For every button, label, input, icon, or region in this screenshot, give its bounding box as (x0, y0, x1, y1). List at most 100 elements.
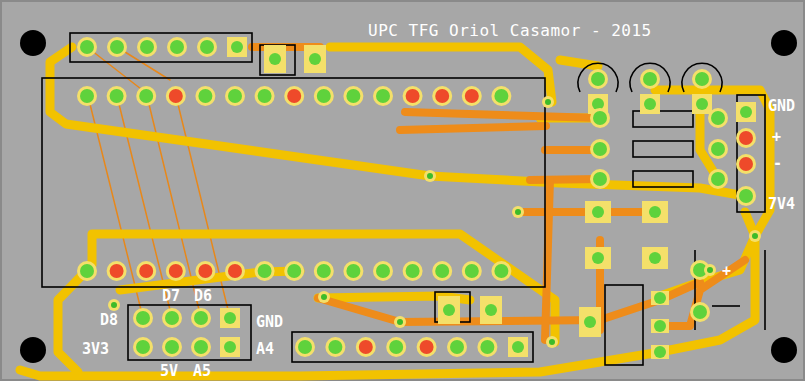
capacitor-symbol (712, 305, 740, 307)
pad-ring (325, 337, 345, 357)
pad-ring (166, 261, 186, 281)
via-ring (318, 291, 330, 303)
pad (110, 264, 124, 278)
connector-outline (737, 95, 765, 212)
pad (198, 89, 212, 103)
via-ring (424, 170, 436, 182)
pad (711, 142, 725, 156)
pad (443, 304, 455, 316)
silkscreen-label: - (773, 156, 782, 171)
pad-ring (590, 108, 610, 128)
pad-ring (708, 108, 728, 128)
pad (80, 264, 94, 278)
silkscreen-label: 3V3 (82, 342, 109, 357)
pad-ring (343, 261, 363, 281)
silkscreen-label: 7V4 (768, 197, 795, 212)
traces (20, 47, 770, 376)
pad (110, 89, 124, 103)
pad-ring (491, 86, 511, 106)
pad (654, 346, 666, 358)
pad-ring (77, 86, 97, 106)
pad-ring (284, 261, 304, 281)
mounting-holes (20, 30, 797, 363)
mounting-hole (20, 30, 46, 56)
pad-square (579, 307, 601, 337)
pad (228, 264, 242, 278)
pad-ring (137, 37, 157, 57)
pad-ring (736, 128, 756, 148)
silkscreen-label: + (722, 264, 731, 279)
pad-ring (107, 261, 127, 281)
power-traces (20, 47, 770, 376)
via-ring (749, 230, 761, 242)
pad (346, 264, 360, 278)
via (549, 339, 555, 345)
pad-square (480, 296, 502, 324)
pad (169, 264, 183, 278)
pad (269, 53, 281, 65)
pad-square (585, 201, 611, 223)
capacitor-outline (260, 45, 295, 75)
pad (649, 206, 661, 218)
pad-ring (491, 261, 511, 281)
pad (739, 189, 753, 203)
pad (695, 72, 709, 86)
silkscreen-label: + (772, 130, 781, 145)
pad (200, 40, 214, 54)
mounting-hole (771, 30, 797, 56)
pad-ring (107, 37, 127, 57)
pad-ring (197, 37, 217, 57)
pad-ring (136, 261, 156, 281)
pad-ring (373, 261, 393, 281)
pad (494, 264, 508, 278)
pad-ring (133, 308, 153, 328)
via-ring (394, 316, 406, 328)
via (752, 233, 758, 239)
resistor-symbol (633, 141, 693, 157)
pad (450, 340, 464, 354)
pad-ring (590, 169, 610, 189)
pad (435, 264, 449, 278)
regulator-outline (605, 285, 643, 365)
pad (485, 304, 497, 316)
pad (593, 142, 607, 156)
pad (480, 340, 494, 354)
pad-ring (255, 86, 275, 106)
pad (298, 340, 312, 354)
thin-traces (87, 47, 230, 318)
mounting-hole (20, 337, 46, 363)
via-ring (546, 336, 558, 348)
pad (389, 340, 403, 354)
component-outlines (42, 33, 765, 365)
pad (228, 89, 242, 103)
pad-ring (462, 86, 482, 106)
led-symbol (578, 63, 618, 92)
pad (165, 311, 179, 325)
pad-square (736, 102, 756, 122)
via (545, 99, 551, 105)
via (707, 267, 713, 273)
pad (224, 341, 236, 353)
pad-ring (167, 37, 187, 57)
pad (512, 341, 524, 353)
mounting-hole (771, 337, 797, 363)
pad-square (585, 247, 611, 269)
pad (654, 292, 666, 304)
pad (317, 264, 331, 278)
pad (258, 89, 272, 103)
pad (693, 305, 707, 319)
pad-ring (133, 337, 153, 357)
pad-ring (225, 261, 245, 281)
pad (376, 89, 390, 103)
pad (309, 53, 321, 65)
via (397, 319, 403, 325)
pad (287, 89, 301, 103)
via-ring (542, 96, 554, 108)
pad (165, 340, 179, 354)
pad-square (651, 319, 669, 333)
pad (435, 89, 449, 103)
pad (317, 89, 331, 103)
silkscreen-label: A4 (256, 342, 274, 357)
pad (136, 311, 150, 325)
